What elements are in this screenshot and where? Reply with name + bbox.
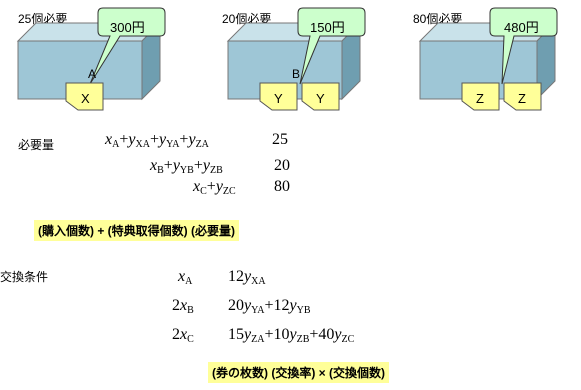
price-label: 150円: [310, 20, 345, 35]
ticket-shape: [65, 82, 104, 111]
box-face-label: B: [292, 67, 301, 81]
box-diagram-b: [226, 7, 366, 111]
requirement-label: 必要量: [18, 138, 55, 152]
ticket-label: Z: [518, 91, 526, 106]
requirement-eq-2: xB+yYB+yZB: [150, 157, 223, 176]
exchange-eq-1: xA: [178, 268, 193, 287]
exchange-rhs-3: 15yZA+10yZB+40yZC: [228, 326, 355, 345]
ticket-label: Y: [316, 91, 325, 106]
exchange-rhs-2: 20yYA+12yYB: [228, 297, 311, 316]
box-diagram-a: [16, 7, 166, 111]
figure-b: 20個必要 150円 B Y Y: [210, 0, 390, 120]
ticket-label: Y: [274, 91, 283, 106]
box-face-label: A: [88, 67, 97, 81]
exchange-eq-3: 2xC: [172, 326, 194, 345]
exchange-note: (券の枚数) (交換率) × (交換個数): [208, 362, 389, 383]
ticket-label: X: [81, 91, 90, 106]
requirement-note: (購入個数) + (特典取得個数) (必要量): [34, 220, 239, 241]
price-label: 480円: [504, 20, 539, 35]
exchange-label: 交換条件: [0, 270, 49, 284]
box-diagram-c: [418, 7, 558, 111]
exchange-rhs-1: 12yXA: [228, 268, 266, 287]
requirement-value-2: 20: [274, 157, 290, 174]
requirement-value-1: 25: [272, 131, 288, 148]
speech-bubble: [89, 7, 166, 85]
requirement-eq-3: xC+yZC: [193, 178, 236, 197]
requirement-value-3: 80: [274, 178, 290, 195]
figure-c: 80個必要 480円 Z Z: [410, 0, 581, 120]
exchange-eq-2: 2xB: [172, 297, 194, 316]
figure-a: 25個必要 300円 A X: [0, 0, 180, 120]
price-label: 300円: [110, 20, 145, 35]
requirement-eq-1: xA+yXA+yYA+yZA: [105, 131, 209, 150]
ticket-label: Z: [476, 91, 484, 106]
